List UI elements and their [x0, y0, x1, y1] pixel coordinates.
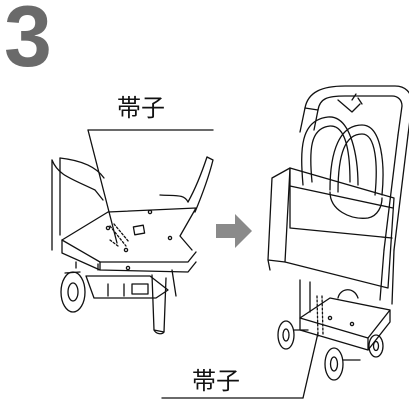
right-arrow-icon	[216, 214, 252, 248]
cart-with-bag	[267, 85, 409, 381]
cart-base-closeup	[51, 156, 214, 335]
leader-line-bottom	[161, 332, 319, 399]
strap-label-bottom: 帯子	[192, 367, 240, 395]
leader-line-top	[87, 129, 214, 244]
step-number: 3	[4, 0, 52, 85]
strap-label-top: 帯子	[117, 94, 165, 122]
